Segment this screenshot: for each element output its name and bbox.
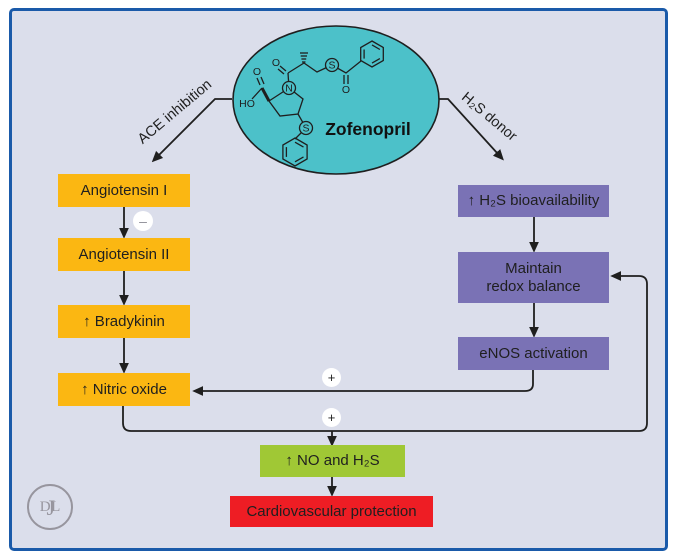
box-enos-activation: eNOS activation xyxy=(458,337,609,370)
box-cardiovascular-protection: Cardiovascular protection xyxy=(230,496,433,527)
box-nitric-oxide: ↑ Nitric oxide xyxy=(58,373,190,406)
ellipse-shape xyxy=(232,25,440,175)
zofenopril-ellipse: O O HO N S O S Zofenopril xyxy=(232,25,440,175)
zofenopril-title: Zofenopril xyxy=(325,119,411,139)
atom-circle-s2 xyxy=(298,120,314,136)
logo-letter-j: J xyxy=(46,495,56,520)
redox-line-1: Maintain xyxy=(505,259,562,277)
box-maintain-redox-balance: Maintain redox balance xyxy=(458,252,609,303)
box-no-and-h2s: ↑ NO and H₂S xyxy=(260,445,405,477)
box-bradykinin: ↑ Bradykinin xyxy=(58,305,190,338)
atom-label-s-thioester: S xyxy=(328,60,335,72)
atom-label-n: N xyxy=(285,83,293,95)
atom-label-o-carboxyl: O xyxy=(253,66,261,78)
box-h2s-bioavailability: ↑ H₂S bioavailability xyxy=(458,185,609,217)
redox-line-2: redox balance xyxy=(486,277,581,295)
atom-circle-n xyxy=(281,80,297,96)
logo-letter-d: D xyxy=(39,498,51,515)
logo-letter-l: L xyxy=(51,498,61,515)
molecule-structure xyxy=(251,40,384,167)
djl-logo: D J L xyxy=(27,484,73,530)
box-angiotensin-2: Angiotensin II xyxy=(58,238,190,271)
atom-circle-s1 xyxy=(324,57,340,73)
minus-sign-badge: – xyxy=(133,211,153,231)
atom-label-o-thioester: O xyxy=(342,84,350,96)
plus-sign-badge-upper: + xyxy=(322,368,341,387)
atom-label-ho: HO xyxy=(239,98,255,110)
atom-label-o-amide: O xyxy=(272,57,280,69)
atom-label-s-phenylthio: S xyxy=(302,123,309,135)
box-angiotensin-1: Angiotensin I xyxy=(58,174,190,207)
plus-sign-badge-lower: + xyxy=(322,408,341,427)
